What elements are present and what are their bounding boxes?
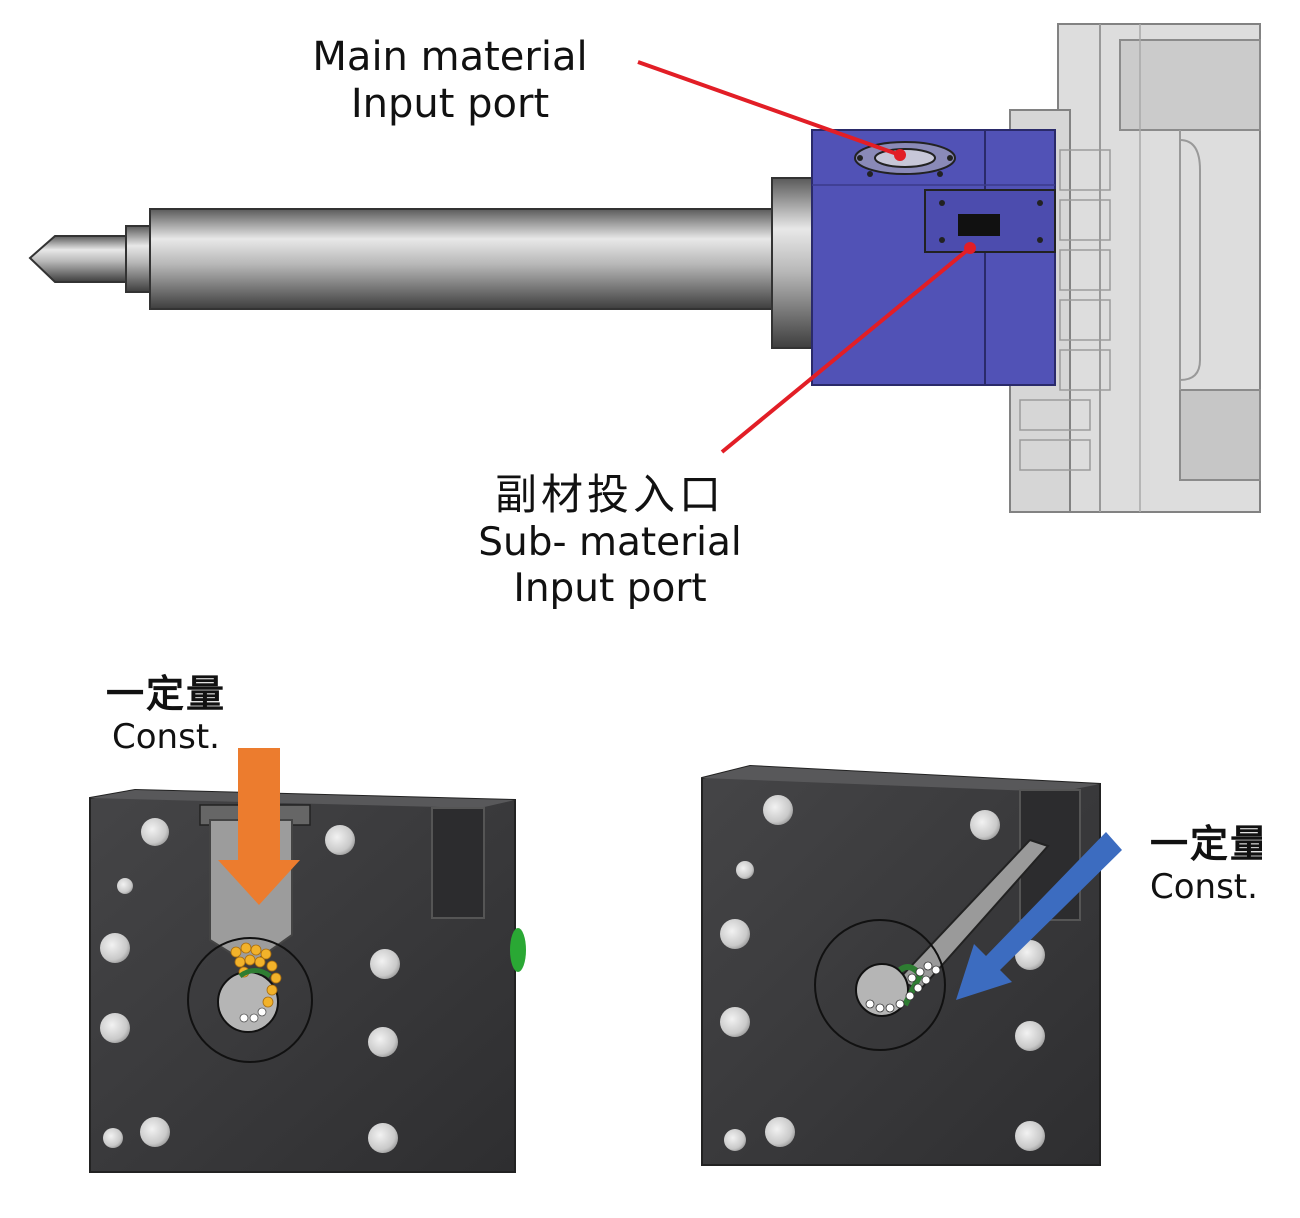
sub-flow-arrow bbox=[956, 832, 1122, 1000]
sub-port-label-line2: Input port bbox=[513, 565, 707, 611]
right-edge-crop bbox=[1262, 800, 1300, 930]
sub-port-label: 副材投入口 Sub- material Input port bbox=[410, 470, 810, 612]
barrel bbox=[149, 208, 781, 310]
main-port-label-line2: Input port bbox=[350, 81, 550, 128]
machine-frame bbox=[1009, 23, 1261, 513]
injection-unit bbox=[28, 23, 1261, 513]
main-feed-block-cutaway bbox=[89, 748, 526, 1173]
nozzle-tip bbox=[28, 235, 131, 283]
sub-pellets bbox=[865, 961, 941, 1013]
sub-port-opening bbox=[958, 214, 1000, 236]
sub-feed-block-cutaway bbox=[701, 764, 1122, 1166]
main-port-label-line1: Main material bbox=[312, 34, 588, 80]
barrel-flange bbox=[771, 177, 817, 349]
bolt-holes bbox=[100, 818, 400, 1153]
main-const-jp: 一定量 bbox=[105, 672, 226, 716]
main-port-pointer bbox=[637, 60, 901, 157]
sub-port-label-jp: 副材投入口 bbox=[494, 470, 725, 519]
main-port-label: Main material Input port bbox=[250, 34, 650, 128]
main-pellets-white bbox=[239, 1007, 267, 1023]
sub-port-dot bbox=[964, 242, 976, 254]
main-flow-arrow bbox=[218, 748, 300, 905]
sub-port-pointer bbox=[720, 246, 972, 454]
sub-const-jp: 一定量 bbox=[1150, 822, 1271, 866]
sub-const-en: Const. bbox=[1150, 866, 1258, 907]
feed-block bbox=[811, 129, 1056, 386]
main-const-en: Const. bbox=[112, 716, 220, 757]
sub-const-label: 一定量 Const. bbox=[1150, 822, 1300, 907]
main-const-label: 一定量 Const. bbox=[86, 672, 246, 757]
green-fitting bbox=[510, 928, 526, 972]
bolt-holes bbox=[720, 795, 1045, 1151]
sub-port-label-line1: Sub- material bbox=[478, 519, 742, 565]
main-port-dot bbox=[894, 149, 906, 161]
